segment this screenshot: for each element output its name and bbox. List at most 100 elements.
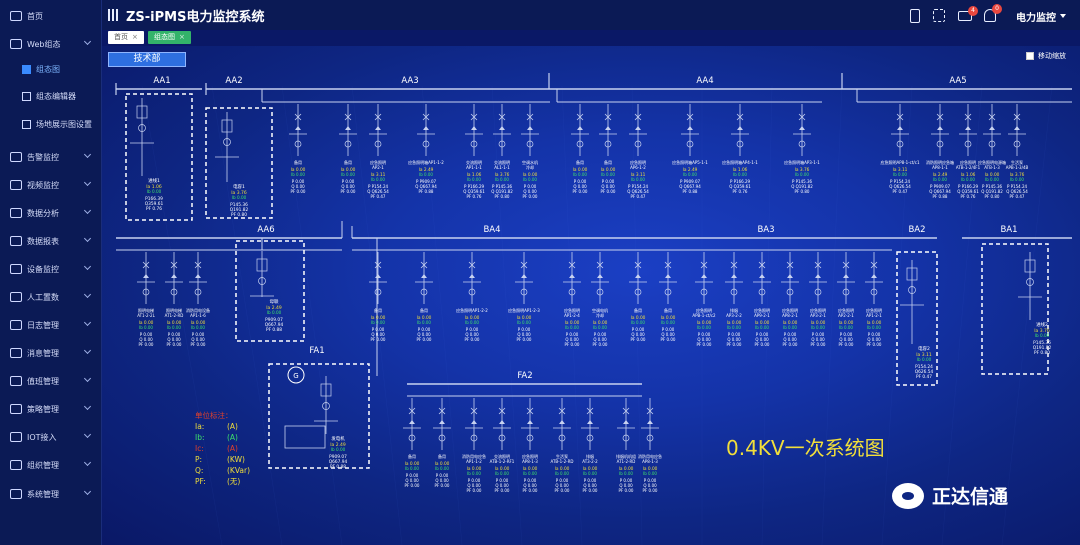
sidebar-item-label: 组织管理	[27, 460, 59, 470]
menu-item-icon	[10, 460, 22, 470]
sidebar-item-9[interactable]: 设备监控	[0, 257, 102, 281]
chevron-down-icon	[83, 290, 92, 299]
close-icon[interactable]: ×	[179, 33, 185, 41]
breaker-icon	[526, 434, 534, 442]
switch-icon	[498, 113, 506, 121]
sidebar-item-label: 组态编辑器	[36, 91, 76, 101]
switch-icon	[470, 113, 478, 121]
sidebar-item-16[interactable]: 组织管理	[0, 453, 102, 477]
tab-diagram[interactable]: 组态图×	[148, 31, 191, 44]
bell-icon[interactable]: 0	[984, 4, 1002, 22]
sidebar-item-12[interactable]: 消息管理	[0, 341, 102, 365]
feeder-ia: Ia 0.00	[573, 167, 588, 173]
feeder-name: 备用	[294, 159, 302, 165]
sidebar-item-6[interactable]: 视频监控	[0, 173, 102, 197]
sidebar-item-0[interactable]: 首页	[0, 4, 102, 28]
chevron-down-icon	[83, 374, 92, 383]
mail-icon[interactable]: 4	[958, 6, 978, 21]
breaker-icon	[814, 288, 822, 296]
menu-item-icon	[10, 39, 22, 49]
ct-arrow-icon	[577, 126, 583, 130]
feeder-ia: Ia 0.00	[467, 466, 482, 472]
feeder-pf: PF 0.00	[661, 337, 676, 342]
sidebar-item-11[interactable]: 日志管理	[0, 313, 102, 337]
breaker-icon	[604, 140, 612, 148]
zoom-toggle[interactable]: 移动缩放	[1026, 51, 1066, 61]
department-button[interactable]: 技术部	[108, 52, 186, 67]
menu-toggle-icon[interactable]	[108, 9, 120, 21]
sidebar-item-2[interactable]: 组态图	[22, 60, 60, 78]
zoom-checkbox[interactable]	[1026, 52, 1034, 60]
switch-icon	[520, 261, 528, 269]
feeder-ia: Ia 0.00	[985, 172, 1000, 178]
feeder-ia: Ia 0.00	[191, 320, 206, 326]
feeder-p: P 0.00	[632, 327, 645, 332]
sidebar-item-5[interactable]: 告警监控	[0, 145, 102, 169]
feeder-name: AT1-2-2L	[137, 313, 155, 318]
panel-ia: Ia 2.49	[266, 305, 282, 311]
sidebar-item-14[interactable]: 策略管理	[0, 397, 102, 421]
panel-device-name: 发电机	[331, 435, 345, 442]
feeder-name: 备用	[604, 159, 612, 165]
panel-ib: Ib 0.00	[232, 195, 247, 200]
breaker-icon	[988, 140, 996, 148]
sidebar-item-15[interactable]: IOT接入	[0, 425, 102, 449]
bg-line	[281, 85, 343, 545]
close-icon[interactable]: ×	[132, 33, 138, 41]
legend-key: PF:	[195, 477, 206, 486]
sidebar-item-17[interactable]: 系统管理	[0, 482, 102, 506]
user-menu[interactable]: 电力监控	[1016, 13, 1056, 24]
chevron-down-icon[interactable]	[1060, 14, 1066, 18]
ct-arrow-icon	[559, 420, 565, 424]
tab-home[interactable]: 首页×	[108, 31, 144, 44]
feeder-name: 应急照明箱AP5-1-1	[672, 159, 708, 165]
feeder-name: 交流照明	[494, 453, 510, 459]
sidebar-item-13[interactable]: 值班管理	[0, 369, 102, 393]
panel-q: Q359.61	[145, 201, 164, 207]
feeder-pf: PF 0.88	[683, 189, 698, 194]
feeder-q: Q Q667.94	[415, 184, 437, 189]
feeder-name: 空调水机	[522, 159, 538, 165]
sidebar-item-8[interactable]: 数据报表	[0, 229, 102, 253]
feeder-p: P 0.00	[602, 179, 615, 184]
menu-item-icon	[22, 64, 31, 74]
bg-line	[1001, 85, 1053, 545]
sidebar-item-3[interactable]: 组态编辑器	[22, 87, 76, 105]
sidebar-item-10[interactable]: 人工置数	[0, 285, 102, 309]
feeder-ib: Ib 0.00	[371, 320, 385, 325]
switch-icon	[558, 407, 566, 415]
sidebar-item-1[interactable]: Web组态	[0, 32, 102, 56]
chevron-down-icon	[83, 487, 92, 496]
ct-arrow-icon	[569, 274, 575, 278]
sidebar-item-4[interactable]: 场地展示图设置	[22, 115, 92, 133]
ct-arrow-icon	[587, 420, 593, 424]
chevron-down-icon	[83, 346, 92, 355]
breaker-icon	[576, 140, 584, 148]
feeder-name: AP2-1	[372, 165, 384, 170]
feeder-ib: Ib 0.00	[631, 177, 645, 182]
sidebar-item-7[interactable]: 数据分析	[0, 201, 102, 225]
breaker-icon	[138, 124, 146, 132]
feeder-ia: Ia 0.00	[783, 320, 798, 326]
feeder-q: Q 0.00	[727, 337, 741, 342]
feeder-p: P 0.00	[556, 478, 569, 483]
switch-icon	[420, 261, 428, 269]
feeder-ia: Ia 3.11	[893, 167, 908, 173]
feeder-p: P 0.00	[372, 327, 385, 332]
fullscreen-icon[interactable]	[933, 9, 945, 22]
feeder-ib: Ib 0.00	[683, 172, 697, 177]
feeder-q: Q 0.00	[465, 332, 479, 337]
feeder-name: 应急照明	[838, 307, 854, 313]
breaker-icon	[408, 434, 416, 442]
feeder-p: P 0.00	[620, 478, 633, 483]
tablet-icon[interactable]	[910, 9, 920, 23]
